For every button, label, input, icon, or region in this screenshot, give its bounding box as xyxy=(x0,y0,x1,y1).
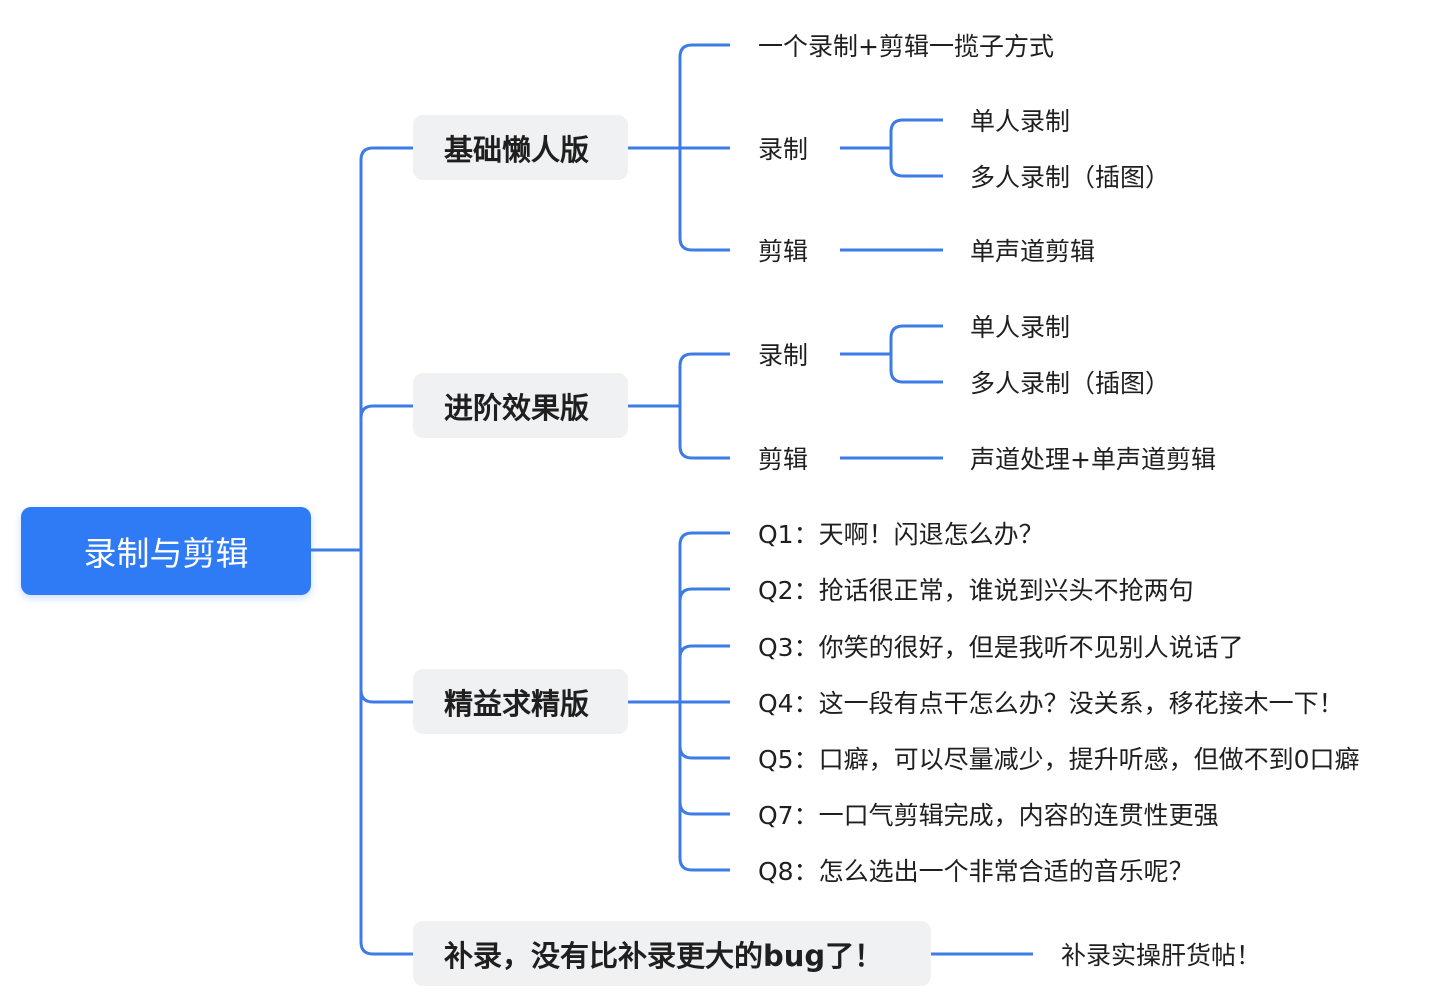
connector-b2-editing xyxy=(678,406,730,460)
connector-b3-q5 xyxy=(678,745,730,760)
topic-recording[interactable]: 录制 xyxy=(758,341,809,370)
topic-channel-processing-mono-editing[interactable]: 声道处理+单声道剪辑 xyxy=(970,445,1216,474)
topic-single-person-recording[interactable]: 单人录制 xyxy=(970,313,1071,342)
topic-q1[interactable]: Q1：天啊！闪退怎么办？ xyxy=(758,520,1044,549)
connector-b1-recording-sub-2 xyxy=(889,148,943,178)
connector-root-branch-2 xyxy=(359,404,413,419)
topic-q5[interactable]: Q5：口癖，可以尽量减少，提升听感，但做不到0口癖 xyxy=(758,745,1360,774)
connector-b3-q8 xyxy=(678,702,730,872)
topic-all-in-one-method[interactable]: 一个录制+剪辑一揽子方式 xyxy=(758,32,1054,61)
connector-b1-recording-sub xyxy=(840,118,943,150)
connector-b1-editing xyxy=(678,148,730,252)
connector-b3-q2 xyxy=(678,587,730,602)
branch-advanced-effect-version[interactable]: 进阶效果版 xyxy=(413,373,628,438)
topic-q3[interactable]: Q3：你笑的很好，但是我听不见别人说话了 xyxy=(758,633,1244,662)
connector-b3-q3 xyxy=(678,644,730,659)
branch-supplementary-recording[interactable]: 补录，没有比补录更大的bug了！ xyxy=(413,921,931,986)
topic-multi-person-recording[interactable]: 多人录制（插图） xyxy=(970,163,1171,192)
topic-q2[interactable]: Q2：抢话很正常，谁说到兴头不抢两句 xyxy=(758,576,1194,605)
topic-q4[interactable]: Q4：这一段有点干怎么办？没关系，移花接木一下！ xyxy=(758,689,1344,718)
connector-root-branch-4 xyxy=(359,550,413,956)
connector-b3-trunk xyxy=(628,531,730,704)
topic-q7[interactable]: Q7：一口气剪辑完成，内容的连贯性更强 xyxy=(758,801,1219,830)
topic-editing[interactable]: 剪辑 xyxy=(758,237,809,266)
topic-mono-editing[interactable]: 单声道剪辑 xyxy=(970,237,1096,266)
connector-b3-q7 xyxy=(678,801,730,816)
connector-b1-trunk xyxy=(628,43,730,150)
branch-basic-lazy-version[interactable]: 基础懒人版 xyxy=(413,115,628,180)
root-topic[interactable]: 录制与剪辑 xyxy=(21,507,311,595)
topic-multi-person-recording[interactable]: 多人录制（插图） xyxy=(970,369,1171,398)
topic-supplementary-guide-post[interactable]: 补录实操肝货帖！ xyxy=(1061,941,1262,970)
connector-root-trunk xyxy=(311,146,413,552)
connector-b2-trunk xyxy=(628,352,730,408)
topic-q8[interactable]: Q8：怎么选出一个非常合适的音乐呢？ xyxy=(758,857,1194,886)
connector-root-branch-3 xyxy=(359,689,413,704)
topic-single-person-recording[interactable]: 单人录制 xyxy=(970,107,1071,136)
connector-b2-recording-sub-2 xyxy=(889,354,943,384)
topic-recording[interactable]: 录制 xyxy=(758,135,809,164)
connector-b2-recording-sub xyxy=(840,324,943,356)
topic-editing[interactable]: 剪辑 xyxy=(758,445,809,474)
branch-excellence-version[interactable]: 精益求精版 xyxy=(413,669,628,734)
